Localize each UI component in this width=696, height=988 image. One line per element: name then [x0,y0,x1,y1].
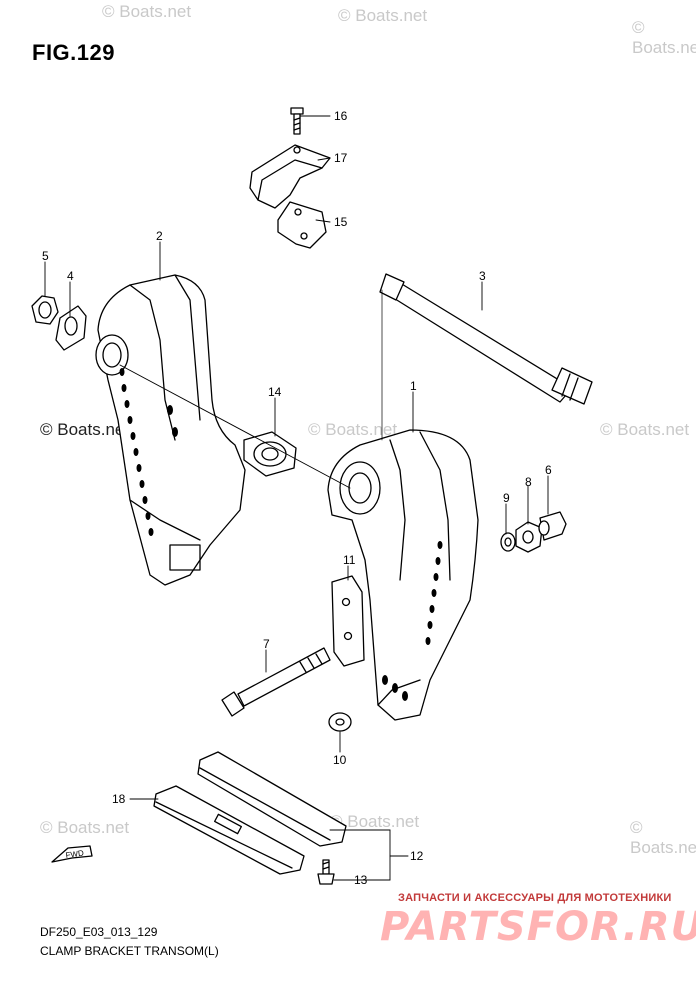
callout-10: 10 [333,753,347,767]
part-8-nut[interactable] [515,521,543,553]
part-1-clamp-bracket-right[interactable] [327,429,479,721]
fwd-arrow-icon [51,845,93,863]
callout-11: 11 [343,553,356,567]
watermark: © Boats.net [330,812,420,831]
part-16-bolt[interactable] [290,107,304,135]
part-3-tilt-tube[interactable] [379,273,593,405]
callout-1: 1 [410,379,417,393]
callout-17: 17 [334,151,348,165]
part-7-bolt[interactable] [221,647,331,717]
part-11-plate[interactable] [331,575,365,667]
part-9-washer[interactable] [500,532,516,552]
watermark: © Boats.net [630,818,696,857]
part-10-washer[interactable] [328,712,352,732]
callout-7: 7 [263,637,270,651]
figure-caption: CLAMP BRACKET TRANSOM(L) [40,944,219,958]
callout-18: 18 [112,792,126,806]
part-2-clamp-bracket-left[interactable] [95,274,246,586]
assembly-axis-line [119,364,351,489]
callout-5: 5 [42,249,49,263]
callout-12: 12 [410,849,424,863]
part-4-washer[interactable] [55,305,87,351]
leader-lines [44,115,549,881]
part-13-bolt[interactable] [317,859,335,885]
part-18-anode-plate-lower[interactable] [153,785,305,875]
brand-logo: PARTSFOR.RU [380,904,696,950]
callout-8: 8 [525,475,532,489]
watermark: © Boats.net [338,6,428,25]
fwd-label: FWD [65,849,85,860]
callout-2: 2 [156,229,163,243]
callout-9: 9 [503,491,510,505]
watermark: © Boats.net [308,420,398,439]
watermark: © Boats.net [632,18,696,57]
callout-15: 15 [334,215,348,229]
part-15-plate[interactable] [277,201,327,249]
callout-4: 4 [67,269,74,283]
part-12-anode-plate-upper[interactable] [197,751,347,847]
watermark: © Boats.net [600,420,690,439]
part-17-cover[interactable] [249,144,331,209]
callout-13: 13 [354,873,368,887]
part-14-bushing[interactable] [243,431,297,477]
watermark: © Boats.net [40,818,130,837]
callout-6: 6 [545,463,552,477]
figure-title: FIG.129 [32,40,115,65]
callout-14: 14 [268,385,282,399]
figure-code: DF250_E03_013_129 [40,925,158,939]
callout-16: 16 [334,109,348,123]
part-5-nut[interactable] [31,295,59,325]
brand-tagline: ЗАПЧАСТИ И АКСЕССУАРЫ ДЛЯ МОТОТЕХНИКИ [398,892,672,904]
watermark: © Boats.net [40,420,130,439]
part-6-collar[interactable] [538,511,567,541]
watermark: © Boats.net [102,2,192,21]
callout-3: 3 [479,269,486,283]
